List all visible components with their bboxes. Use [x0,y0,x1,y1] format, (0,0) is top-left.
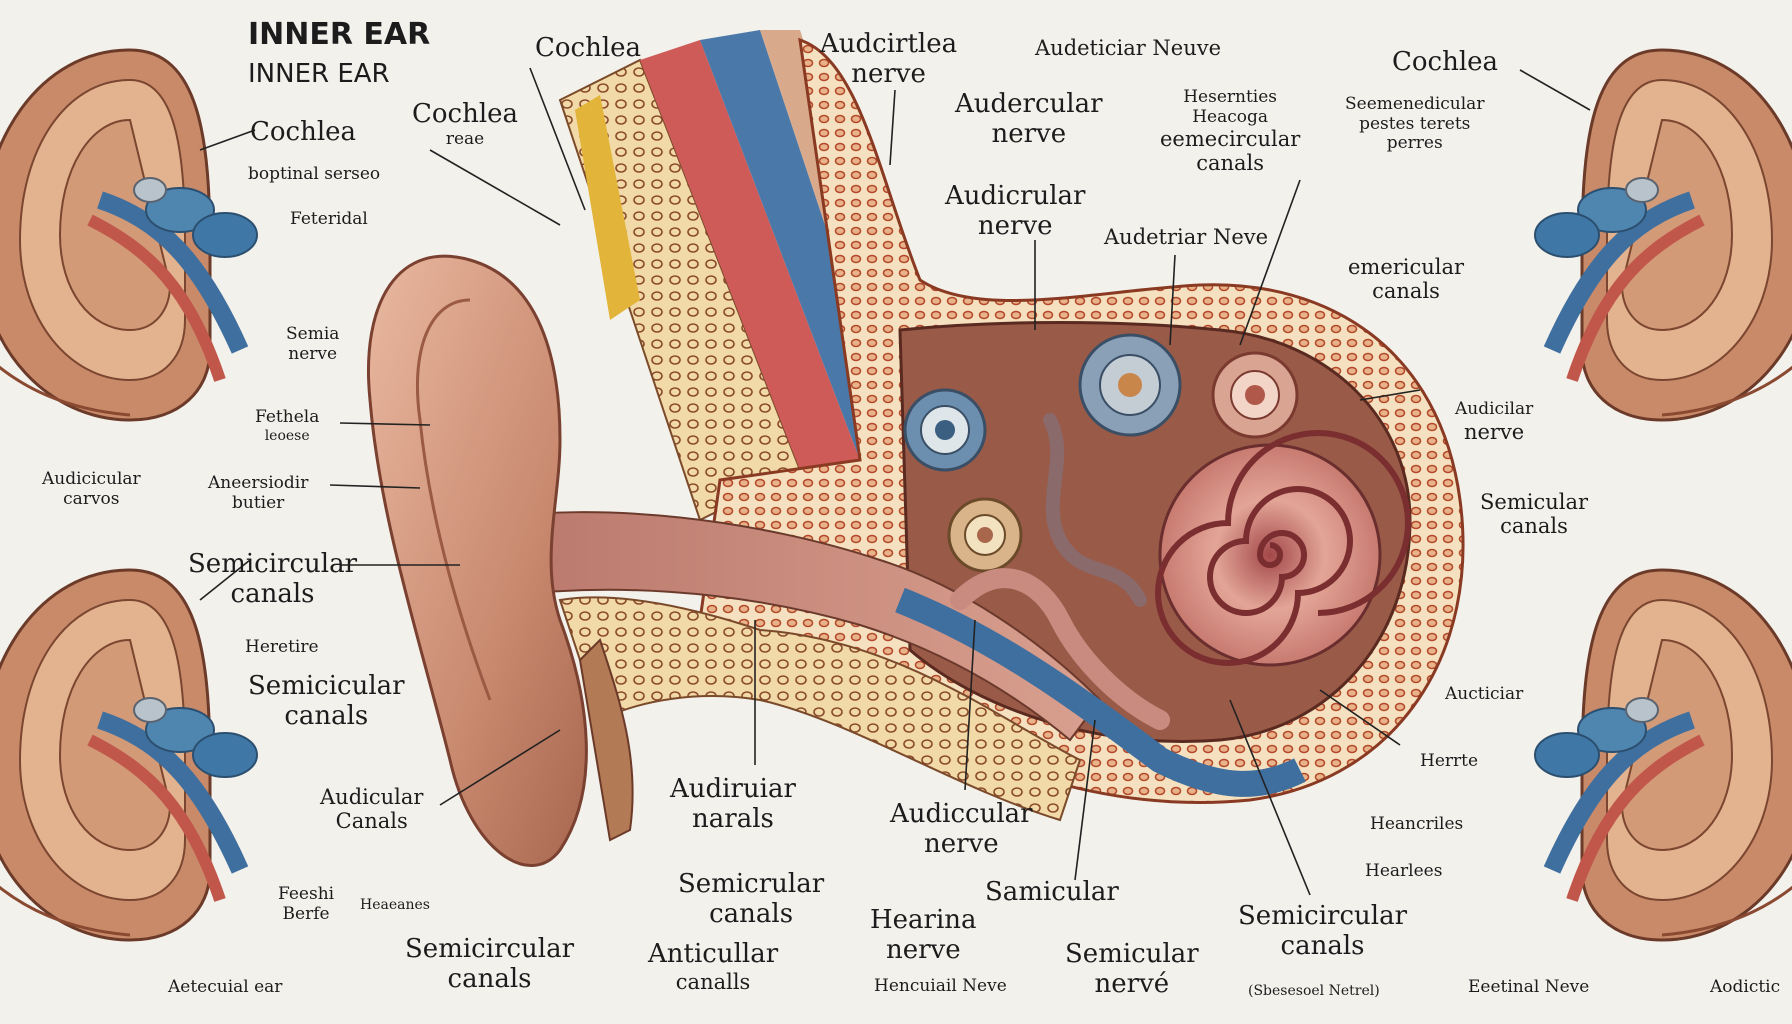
label-heretire: Heretire [245,637,319,657]
side-ear-bottom-left [0,570,257,940]
label-eeetinal-neve: Eeetinal Neve [1468,977,1590,997]
label-cochlea-top: Cochlea [535,33,642,63]
label-audetriar-neve: Audetriar Neve [1104,225,1269,249]
label-herrte: Herrte [1420,751,1479,771]
diagram-subtitle: INNER EAR [248,59,390,89]
label-feteridal: Feteridal [290,209,368,229]
label-cochlea-left: Cochlea [250,117,357,147]
label-aodictic: Aodictic [1710,977,1781,997]
label-sbesesoel-netrel: (Sbesesoel Netrel) [1248,983,1380,999]
side-ear-bottom-right [1535,570,1792,940]
label-hearlees: Hearlees [1365,861,1443,881]
label-samicular: Samicular [985,877,1119,907]
side-ear-top-left [0,50,257,420]
diagram-title: INNER EAR [248,17,431,52]
label-heaeanes: Heaeanes [360,897,430,913]
label-cochlea-right: Cochlea [1392,47,1499,77]
label-boptinal-serseo: boptinal serseo [248,164,381,184]
label-aetecuial-ear: Aetecuial ear [168,977,283,997]
cochlea-spiral [1155,430,1411,667]
side-ear-top-right [1535,50,1792,420]
label-audeticiar-neuve: Audeticiar Neuve [1035,36,1222,60]
label-aucticiar: Aucticiar [1445,684,1524,704]
label-hencuiail-neve: Hencuiail Neve [874,976,1007,996]
leader-lines [199,67,1591,896]
label-heancriles: Heancriles [1370,814,1464,834]
